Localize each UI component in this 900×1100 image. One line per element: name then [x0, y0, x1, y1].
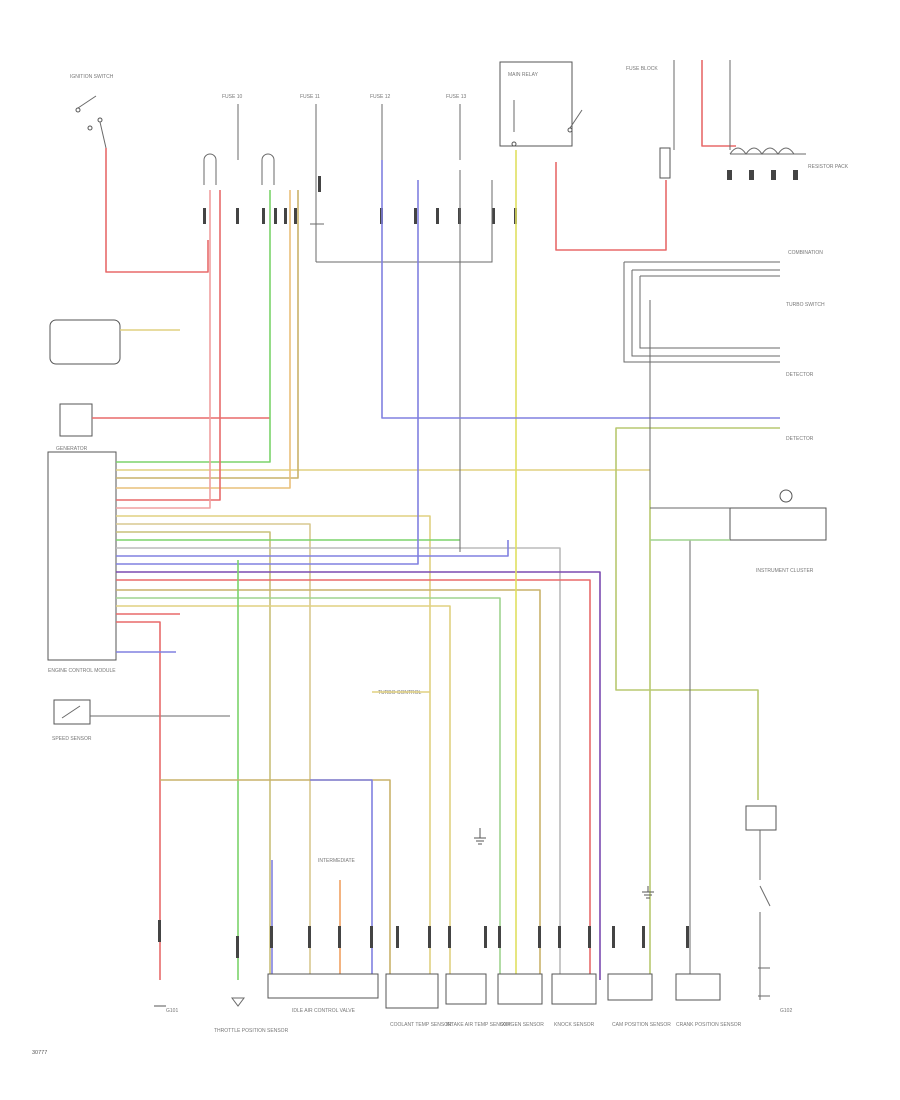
ground-label-1: G101 [166, 1008, 178, 1014]
fuse-label-4: FUSE 13 [446, 94, 467, 100]
wire-loop-1 [203, 153, 217, 185]
ignition-switch: IGNITION SWITCH [70, 74, 114, 149]
bottom-label-8: CRANK POSITION SENSOR [676, 1022, 742, 1028]
svg-text:RESISTOR PACK: RESISTOR PACK [808, 164, 849, 170]
engine-control-module: ENGINE CONTROL MODULE [47, 451, 117, 674]
resistor-pack: RESISTOR PACK [727, 147, 849, 180]
ignition-switch-label: IGNITION SWITCH [70, 74, 114, 80]
bottom-label-2: IDLE AIR CONTROL VALVE [292, 1008, 356, 1014]
main-relay: MAIN RELAY [499, 61, 583, 147]
svg-text:GENERATOR: GENERATOR [56, 446, 88, 452]
svg-text:COMBINATION: COMBINATION [788, 250, 823, 256]
module-wires [116, 180, 650, 980]
bottom-label-4: INTAKE AIR TEMP SENSOR [446, 1022, 511, 1028]
turbo-module-label: TURBO CONTROL [378, 690, 422, 696]
svg-text:TURBO SWITCH: TURBO SWITCH [786, 302, 825, 308]
wire-red-top-right [701, 60, 736, 147]
ground-symbols [154, 828, 654, 1007]
svg-text:SPEED SENSOR: SPEED SENSOR [52, 736, 92, 742]
wire-red-relay [555, 162, 667, 251]
right-switch [745, 805, 777, 1000]
bottom-components [231, 973, 721, 1009]
bottom-label-7: CAM POSITION SENSOR [612, 1022, 671, 1028]
wire-loop-2 [261, 153, 275, 185]
fuse-label-3: FUSE 12 [370, 94, 391, 100]
instrument-cluster: INSTRUMENT CLUSTER [650, 489, 827, 574]
wire-red-ignition [105, 148, 209, 273]
ground-label-2: G102 [780, 1008, 792, 1014]
starter-switch [49, 319, 180, 365]
svg-text:INTERMEDIATE: INTERMEDIATE [318, 858, 356, 864]
generator: GENERATOR [56, 403, 270, 452]
svg-text:INSTRUMENT CLUSTER: INSTRUMENT CLUSTER [756, 568, 814, 574]
svg-text:DETECTOR: DETECTOR [786, 372, 814, 378]
bottom-label-5: OXYGEN SENSOR [500, 1022, 544, 1028]
wire-gray-bus [316, 180, 493, 263]
bottom-label-3: COOLANT TEMP SENSOR [390, 1022, 452, 1028]
speed-sensor: SPEED SENSOR [52, 699, 230, 742]
page-id: 30777 [32, 1050, 47, 1056]
fuse-label-2: FUSE 11 [300, 94, 320, 100]
bottom-connector-ticks [158, 920, 689, 958]
bottom-label-1: THROTTLE POSITION SENSOR [214, 1028, 289, 1034]
bottom-label-6: KNOCK SENSOR [554, 1022, 595, 1028]
svg-text:MAIN RELAY: MAIN RELAY [508, 72, 539, 78]
connector-row-top [203, 176, 517, 224]
svg-text:DETECTOR: DETECTOR [786, 436, 814, 442]
fuse-block-label: FUSE BLOCK [626, 66, 658, 72]
svg-text:ENGINE CONTROL MODULE: ENGINE CONTROL MODULE [48, 668, 116, 674]
fuse-label-1: FUSE 10 [222, 94, 243, 100]
